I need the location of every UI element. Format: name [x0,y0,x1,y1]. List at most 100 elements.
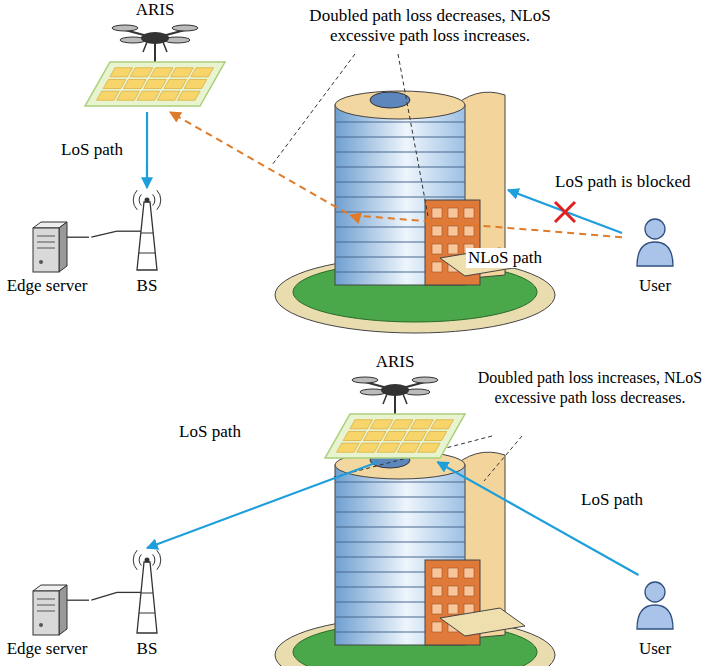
mount [154,43,156,64]
rotor [352,377,378,383]
ris-element [390,420,413,429]
path-label: NLoS path [466,248,544,268]
ris-element [157,91,180,100]
building [275,451,555,666]
connector [438,462,639,575]
rotor [412,377,438,383]
floor-line [335,527,465,528]
annotation: LoS path is blocked [555,172,691,192]
server-slot [37,611,55,612]
signal-arc [139,554,141,565]
base-station-icon [117,190,161,270]
signal-arc [133,190,137,210]
ris-element [144,79,167,88]
ris-element [150,68,173,77]
server-node: Edge server [3,212,92,296]
floor-line [335,557,465,558]
ris-element [110,68,133,77]
ris-element [377,443,400,452]
blocked-cross [555,202,575,222]
node-label: User [622,276,688,296]
user-body [637,242,673,266]
ris-element [97,91,120,100]
floor-line [335,542,465,543]
roof-cap [370,92,410,108]
ris-element [337,443,360,452]
floor-line [335,137,465,138]
ris-element [350,420,373,429]
bs-node: BS [117,188,177,296]
ris-element [103,79,126,88]
connector [91,592,117,600]
tower-roof [335,91,465,119]
leader-line [484,436,522,481]
user-head [645,219,665,239]
floor-line [335,167,465,168]
window [432,208,442,218]
ris-panel [85,62,225,106]
window [448,244,458,254]
window [448,604,458,614]
floor-line [335,182,465,183]
node-label: ARIS [80,0,230,20]
antenna-mast [137,202,157,270]
window [464,586,474,596]
node-label: BS [117,639,177,659]
annotation: Doubled path loss increases, NLoS excess… [472,368,708,408]
ris-element [130,68,153,77]
floor-line [335,122,465,123]
wire-stub [67,600,89,601]
server-front [33,228,59,272]
blocked-los-path [508,190,622,233]
ris-panel [325,414,465,458]
ris-element [397,443,420,452]
node-label: Edge server [3,276,92,296]
ris-element [123,79,146,88]
signal-arc [157,550,161,570]
node-label: BS [117,276,177,296]
user-icon [637,219,673,266]
ris-element [363,431,386,440]
server-front [33,591,59,635]
mast-bar [139,253,155,254]
user-icon [637,582,673,629]
drone-leg [163,42,167,52]
connector [146,112,148,188]
window [448,208,458,218]
antenna-tip [145,198,150,203]
ris-element [164,79,187,88]
aris-node: ARIS [80,0,230,112]
floor-line [335,482,465,483]
server-slot [37,242,55,243]
window [448,568,458,578]
aris-node: ARIS [310,352,480,462]
signal-arc [139,194,141,205]
node-label: ARIS [310,352,480,372]
floor-line [335,197,465,198]
ris-element [404,431,427,440]
path-label: LoS path [177,422,243,442]
connector [147,462,378,548]
connector [170,112,622,237]
annotation: Doubled path loss decreases, NLoS excess… [280,6,580,46]
building [275,91,555,333]
signal-arc [153,194,155,205]
server-side [59,222,67,272]
wire-stub [117,231,141,232]
ris-element [384,431,407,440]
signal-arc [133,550,137,570]
path-label: LoS path [579,490,645,510]
window [432,622,442,632]
mast-bar [141,233,153,234]
drone-leg [143,42,147,52]
user-node: User [622,212,688,296]
drone-body [381,384,409,396]
ris-element [137,91,160,100]
ris-element [117,91,140,100]
window [448,586,458,596]
window [448,226,458,236]
window [432,586,442,596]
